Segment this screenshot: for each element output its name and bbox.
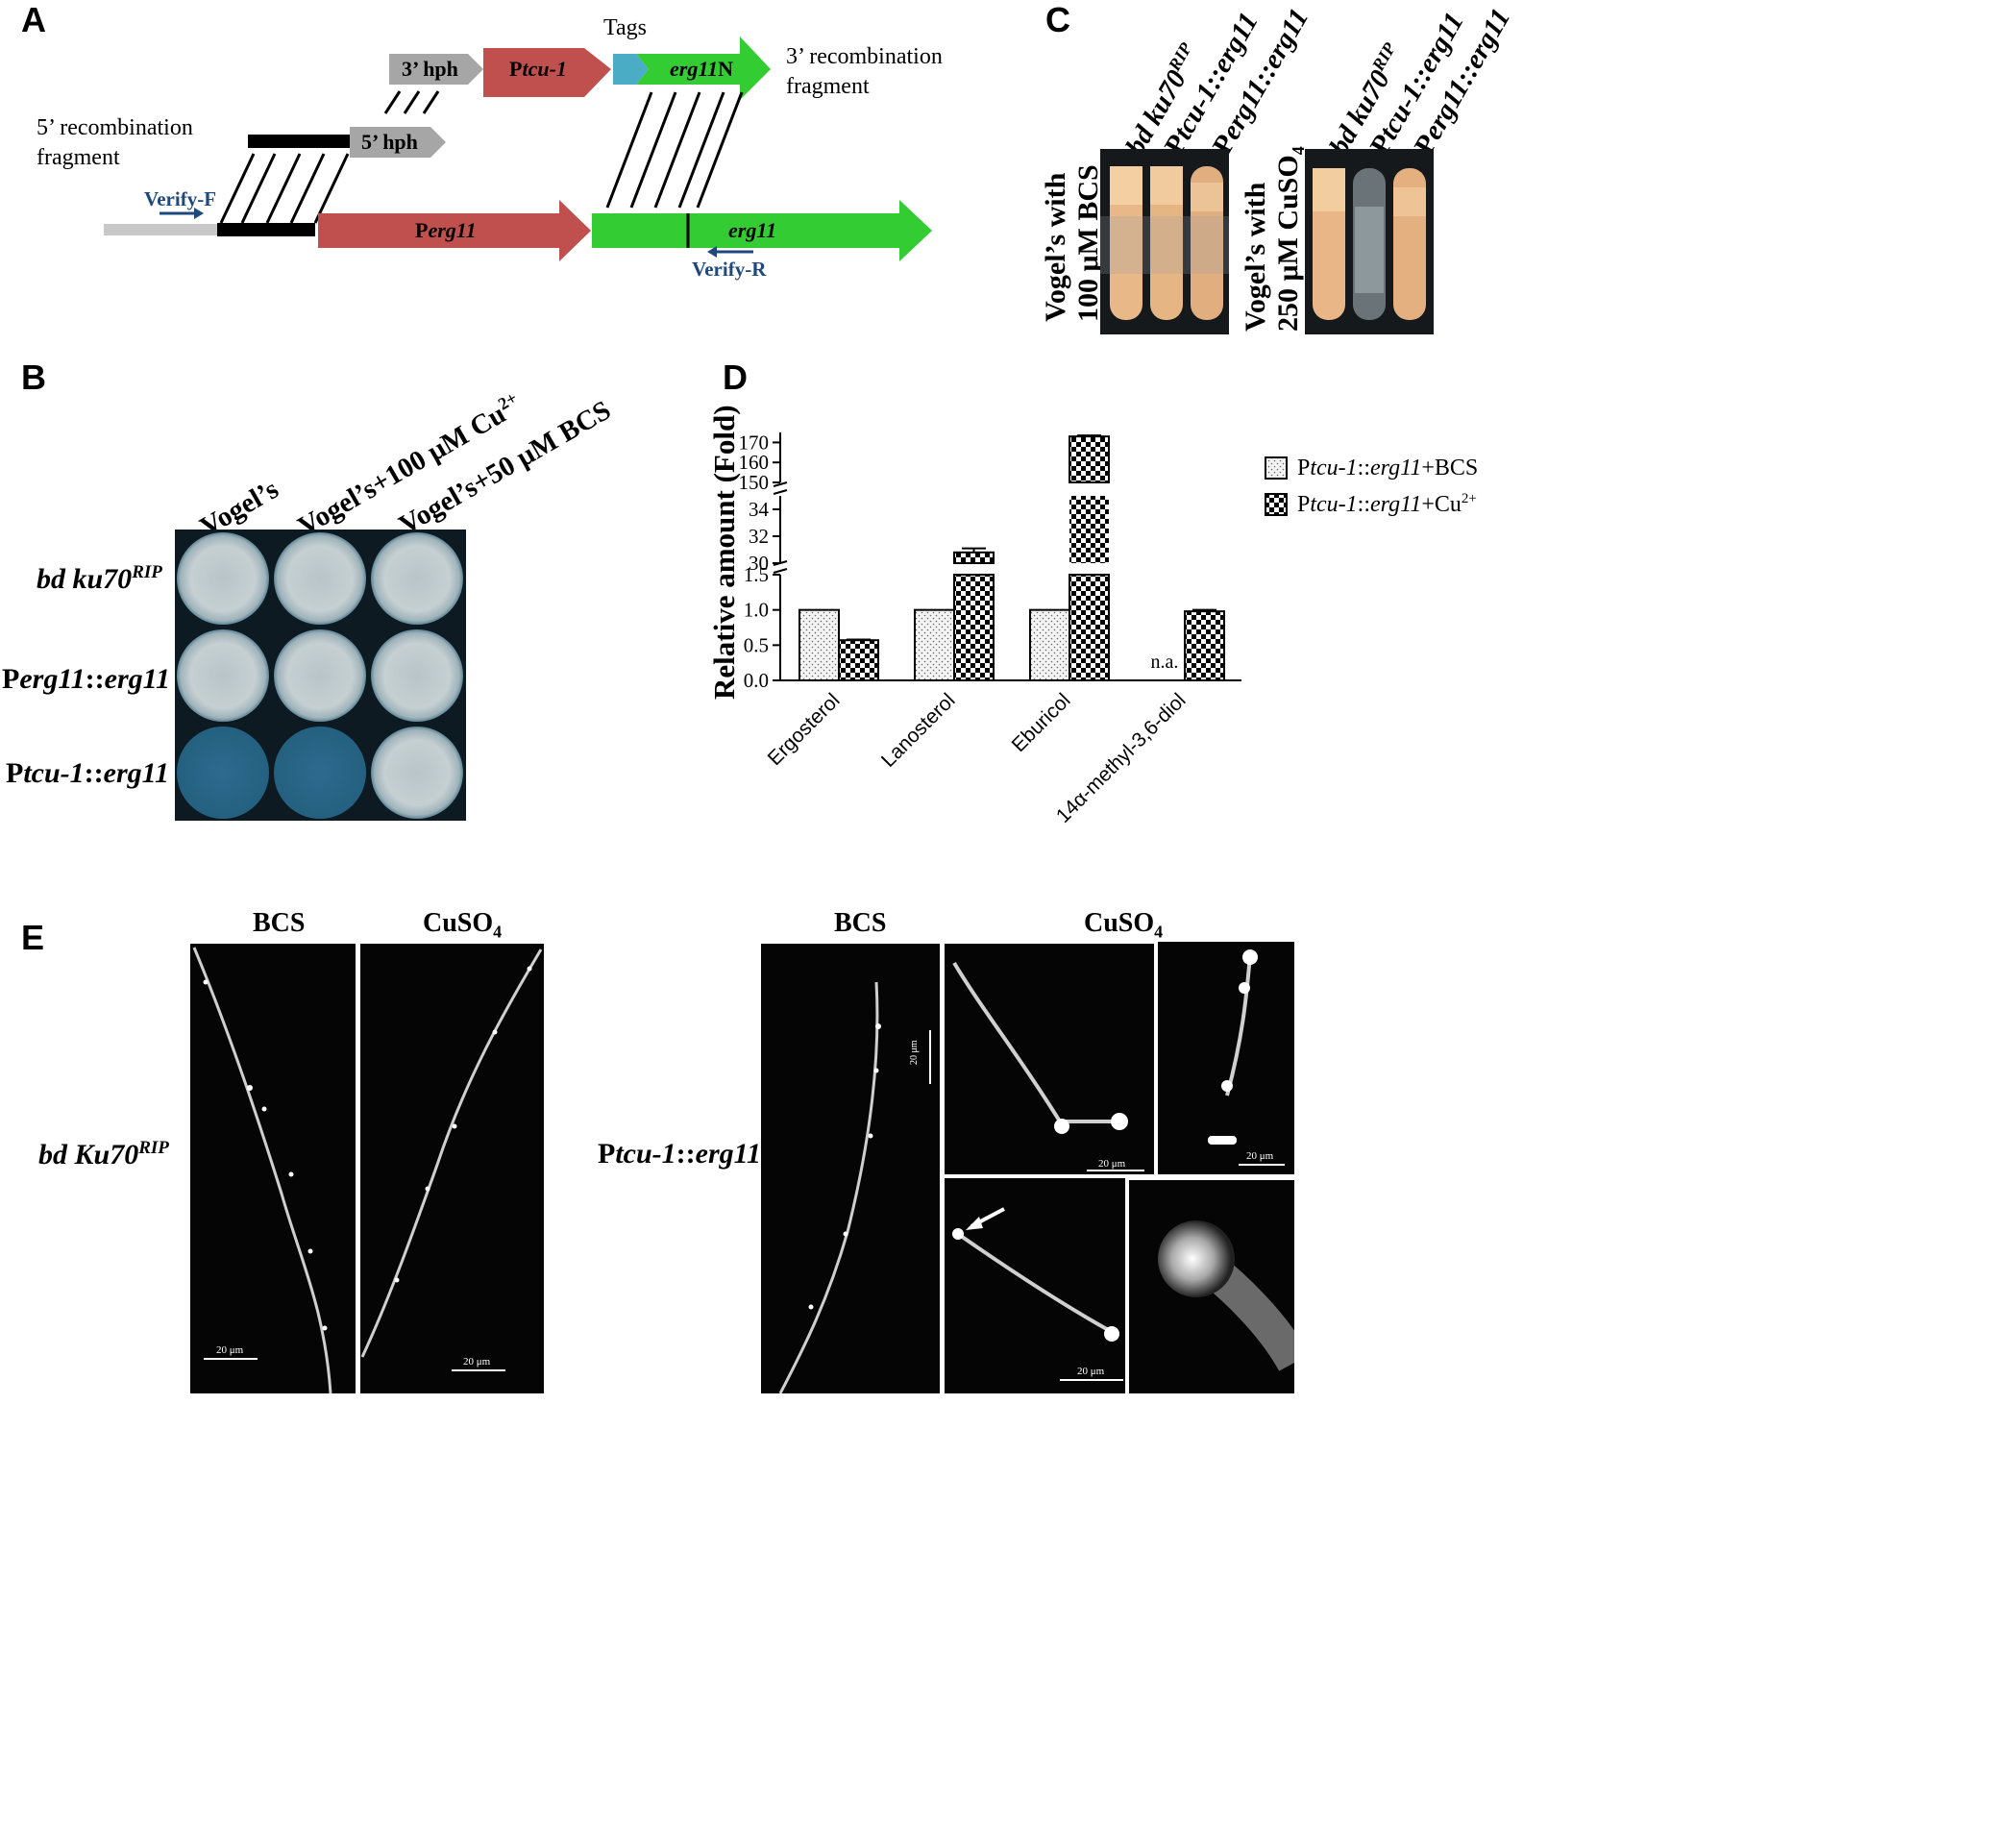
legend-item-bcs: Ptcu-1::erg11+BCS (1265, 452, 1478, 484)
axis-break-mark (773, 568, 788, 574)
tube-photo-bcs (1100, 149, 1229, 334)
chart-y-label: Relative amount (Fold) (707, 405, 741, 700)
x-tick-label: Ergosterol (764, 689, 845, 770)
ptcu-label: Ptcu-1 (509, 57, 567, 81)
construct-diagram (104, 37, 932, 261)
x-tick-label: 14α-methyl-3,6-diol (1052, 689, 1191, 827)
micro-header-bcs-right: BCS (834, 908, 887, 938)
micrograph-ptcu-cuso4-zoom (1129, 1180, 1294, 1393)
x-tick-label: Lanosterol (877, 689, 960, 772)
scale-label-1: 20 μm (216, 1344, 244, 1356)
hph5-label: 5’ hph (361, 130, 418, 154)
ptcu-arrow (483, 48, 611, 97)
micrograph-ptcu-bcs: 20 μm (761, 944, 940, 1393)
arrow-icon (966, 1217, 983, 1230)
scale-label-4: 20 μm (1098, 1158, 1126, 1170)
plate-photo (175, 530, 466, 821)
panel-letter-e: E (21, 918, 45, 957)
legend-swatch-checker (1265, 493, 1288, 516)
homology-bar-upper (248, 135, 350, 148)
axis-break-mark (773, 481, 788, 487)
y-tick-label: 170 (739, 431, 770, 454)
y-tick-label: 32 (749, 525, 769, 548)
genome-grey (104, 224, 217, 235)
panel-letter-b: B (21, 357, 46, 397)
verify-r-arrowhead (707, 246, 717, 258)
scale-label-5: 20 μm (1246, 1150, 1274, 1162)
bar-segment (1069, 574, 1110, 681)
bar (914, 608, 955, 682)
verify-f-arrowhead (194, 208, 204, 219)
scale-label-6: 20 μm (1077, 1366, 1105, 1377)
erg11n-label: erg11N (670, 57, 734, 81)
erg11-arrow (592, 200, 932, 261)
panel-letter-d: D (723, 357, 748, 397)
homology5-lines (219, 153, 350, 224)
legend-label-cu: Ptcu-1::erg11+Cu2+ (1297, 491, 1477, 517)
verify-r-label: Verify-R (692, 258, 767, 281)
perg11-arrow (318, 200, 591, 261)
bar-segment (1069, 435, 1110, 484)
axis-break-mark (773, 489, 788, 495)
hph3-arrow (389, 54, 483, 85)
plate-row-label-3: Ptcu-1::erg11 (6, 757, 169, 789)
micro-header-cuso4-right: CuSO4 (1084, 908, 1164, 942)
plate-row-label-1: bd ku70RIP (37, 562, 162, 595)
micrograph-wt-cuso4: 20 μm (360, 944, 544, 1393)
micro-row-label-ptcu: Ptcu-1::erg11 (598, 1138, 761, 1170)
micro-row-label-wt: bd Ku70RIP (38, 1138, 169, 1170)
y-tick-label: 160 (739, 451, 770, 474)
axis-break-mark (773, 560, 788, 566)
y-tick-label: 1.5 (744, 563, 769, 586)
bar (798, 608, 840, 682)
y-tick-label: 34 (749, 498, 770, 521)
legend-label-bcs: Ptcu-1::erg11+BCS (1297, 455, 1479, 480)
micrograph-ptcu-cuso4-a: 20 μm (945, 944, 1154, 1174)
x-tick-label: Eburicol (1008, 689, 1075, 756)
scale-label-2: 20 μm (463, 1356, 491, 1368)
legend-swatch-dots (1265, 456, 1288, 480)
bar (1184, 610, 1225, 681)
y-tick-label: 0.0 (744, 669, 769, 692)
micrograph-wt-bcs: 20 μm (190, 944, 356, 1393)
na-annotation: n.a. (1151, 652, 1179, 673)
chart-legend: Ptcu-1::erg11+BCS Ptcu-1::erg11+Cu2+ (1265, 452, 1478, 521)
hph5-arrow (350, 127, 446, 158)
perg11-label: Perg11 (415, 218, 477, 242)
micro-header-cuso4-left: CuSO4 (423, 908, 503, 942)
bar (838, 639, 879, 682)
homology-bar-lower (217, 223, 315, 236)
micro-header-bcs-left: BCS (253, 908, 306, 938)
scale-label-3: 20 μm (909, 1040, 920, 1065)
erg11-label: erg11 (728, 218, 777, 242)
bar-segment (953, 551, 995, 565)
tag-block (613, 54, 649, 85)
panel-letter-a: A (21, 0, 46, 39)
y-tick-label: 1.0 (744, 599, 769, 622)
y-tick-label: 150 (739, 471, 770, 494)
hph-link-lines (383, 90, 440, 114)
erg11n-arrow (636, 37, 771, 100)
plate-row-label-2: Perg11::erg11 (2, 663, 170, 695)
tube-photo-cuso4 (1305, 149, 1434, 334)
legend-item-cu: Ptcu-1::erg11+Cu2+ (1265, 488, 1478, 521)
homology3-lines (605, 91, 744, 209)
y-tick-label: 0.5 (744, 633, 769, 656)
y-tick-label: 30 (749, 552, 769, 575)
micrograph-ptcu-cuso4-c: 20 μm (945, 1178, 1125, 1393)
micrograph-ptcu-cuso4-b: 20 μm (1158, 942, 1294, 1174)
bar-segment (1069, 496, 1109, 563)
hph3-label: 3’ hph (402, 57, 458, 81)
tags-label: Tags (603, 15, 647, 40)
verify-f-label: Verify-F (144, 187, 217, 210)
bar (1029, 608, 1070, 682)
panel-letter-c: C (1045, 0, 1070, 39)
bar-segment (953, 574, 995, 681)
